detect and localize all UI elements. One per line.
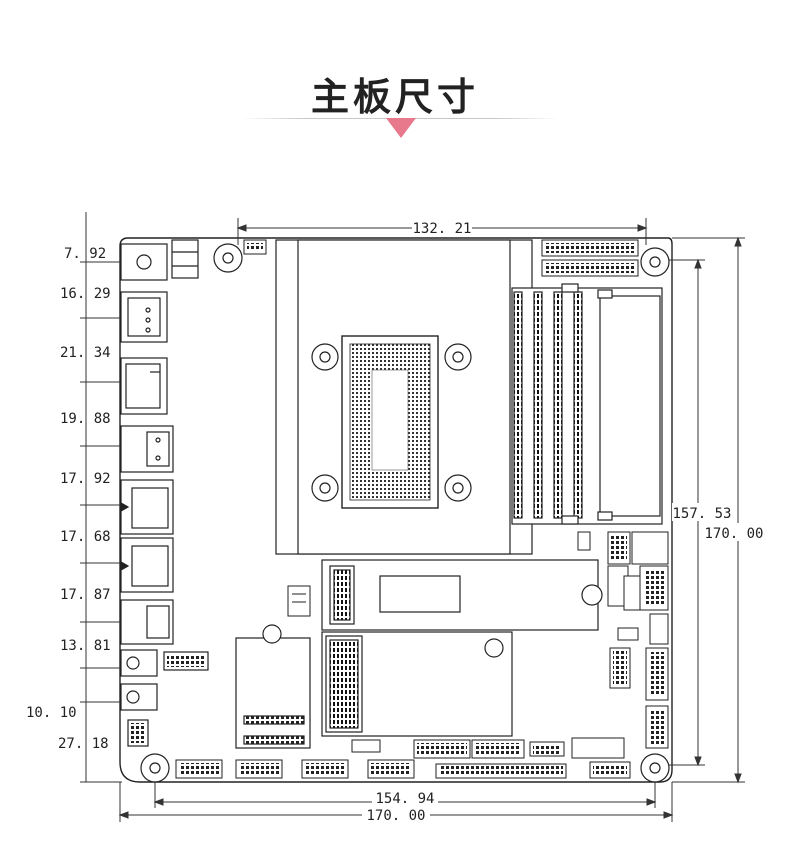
io-lan-port-2 [120,537,174,593]
triangle-down-icon [386,118,416,138]
io-hdmi-port [120,357,168,415]
board-outline [119,237,673,783]
fan-header [287,585,311,617]
cpu-mount-screws [311,343,472,502]
m2-slot [321,559,603,631]
io-usb-stack [120,425,174,473]
left-spacing-label: 17. 87 [60,587,111,603]
left-spacing-label: 17. 68 [60,529,111,545]
sata-module [235,624,311,749]
left-spacing-label: 19. 88 [60,411,111,427]
bottom-headers [175,737,631,779]
dimension-top-width-label: 132. 21 [412,221,471,237]
small-header-top [243,239,267,255]
left-spacing-label: 16. 29 [60,286,111,302]
right-connectors [577,531,669,749]
dimension-left-chain [80,212,122,783]
dimension-right-outer [672,236,745,784]
left-spacing-label: 7. 92 [64,246,106,262]
dimension-right-inner-label: 157. 53 [672,506,731,522]
io-usb-stack-2 [120,599,174,645]
io-power-jack [120,239,199,281]
memory-slots [511,283,663,525]
page-title: 主板尺寸 [310,75,479,119]
header-top-right-1 [541,239,639,257]
io-small-header [127,719,149,747]
left-spacing-label: 13. 81 [60,638,111,654]
dimension-bottom-inner-label: 154. 94 [375,791,434,807]
dimension-right-outer-label: 170. 00 [704,526,763,542]
left-spacing-label: 10. 10 [26,705,77,721]
left-spacing-label: 21. 34 [60,345,111,361]
left-spacing-label: 27. 18 [58,736,109,752]
io-lan-port-1 [120,479,174,535]
msata-slot [321,631,513,737]
cpu-socket [341,335,439,509]
mounting-hole-icon [140,243,670,783]
io-vga-port [120,291,168,343]
dimension-bottom-outer-label: 170. 00 [366,808,425,824]
left-spacing-label: 17. 92 [60,471,111,487]
header-top-right-2 [541,259,639,277]
io-audio-jacks [120,649,209,711]
